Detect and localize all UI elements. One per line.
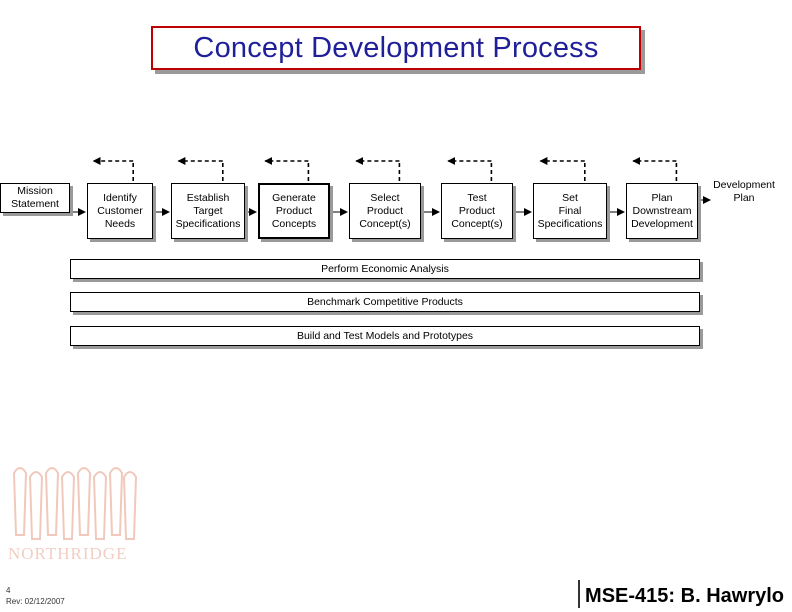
step-label: Plan Downstream Development xyxy=(631,191,693,230)
logo-column xyxy=(44,467,60,536)
step-label: Select Product Concept(s) xyxy=(359,191,411,230)
logo-column xyxy=(12,467,28,536)
logo-columns xyxy=(12,467,138,540)
step-box-generate-product-concepts: Generate Product Concepts xyxy=(258,183,330,239)
step-label: Establish Target Specifications xyxy=(175,191,241,230)
logo-column xyxy=(28,471,44,540)
step-label: Generate Product Concepts xyxy=(271,191,317,230)
logo-text: NORTHRIDGE xyxy=(8,544,127,563)
logo-column xyxy=(108,467,124,536)
arrows xyxy=(73,157,711,216)
step-label: Identify Customer Needs xyxy=(97,191,143,230)
step-box-select-product-concepts: Select Product Concept(s) xyxy=(349,183,421,239)
page-title: Concept Development Process xyxy=(193,31,599,64)
activity-bar-economic-analysis: Perform Economic Analysis xyxy=(70,259,700,279)
slide-number: 4 xyxy=(6,586,11,595)
step-box-development-plan: Development Plan xyxy=(702,172,786,212)
title-box: Concept Development Process xyxy=(151,26,641,70)
activity-bar-benchmark: Benchmark Competitive Products xyxy=(70,292,700,312)
logo-column xyxy=(122,471,138,540)
activity-label: Benchmark Competitive Products xyxy=(307,296,463,308)
step-box-test-product-concepts: Test Product Concept(s) xyxy=(441,183,513,239)
logo-column xyxy=(76,467,92,536)
step-label: Development Plan xyxy=(713,179,775,204)
logo-column xyxy=(60,471,76,540)
logo-column xyxy=(92,471,108,540)
step-box-establish-target-specifications: Establish Target Specifications xyxy=(171,183,245,239)
step-box-plan-downstream-development: Plan Downstream Development xyxy=(626,183,698,239)
step-box-mission-statement: Mission Statement xyxy=(0,183,70,213)
activity-bar-build-and-test: Build and Test Models and Prototypes xyxy=(70,326,700,346)
step-label: Mission Statement xyxy=(11,185,59,210)
activity-label: Perform Economic Analysis xyxy=(321,263,449,275)
step-box-identify-customer-needs: Identify Customer Needs xyxy=(87,183,153,239)
university-logo: NORTHRIDGE xyxy=(8,467,138,563)
course-label: MSE-415: B. Hawrylo xyxy=(585,585,784,607)
step-label: Test Product Concept(s) xyxy=(451,191,503,230)
step-label: Set Final Specifications xyxy=(537,191,603,230)
revision-date: Rev: 02/12/2007 xyxy=(6,597,65,606)
step-box-set-final-specifications: Set Final Specifications xyxy=(533,183,607,239)
footer-divider xyxy=(578,580,580,608)
activity-label: Build and Test Models and Prototypes xyxy=(296,330,474,342)
